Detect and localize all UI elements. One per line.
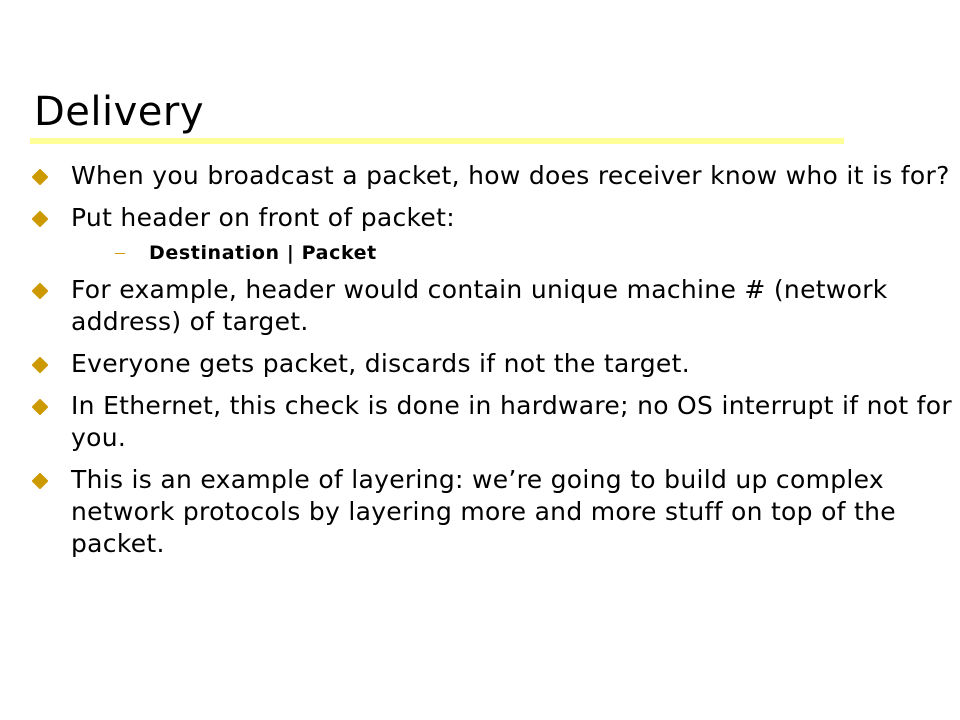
bullet-list: When you broadcast a packet, how does re…: [31, 160, 954, 560]
bullet-text: This is an example of layering: we’re go…: [71, 465, 896, 558]
diamond-bullet-icon: [31, 356, 49, 374]
bullet-item: This is an example of layering: we’re go…: [31, 464, 954, 560]
bullet-item: Everyone gets packet, discards if not th…: [31, 348, 954, 380]
bullet-text: Put header on front of packet:: [71, 203, 455, 232]
sub-bullet-text: Destination | Packet: [149, 242, 377, 264]
diamond-bullet-icon: [31, 282, 49, 300]
dash-bullet-icon: [115, 253, 125, 254]
bullet-text: When you broadcast a packet, how does re…: [71, 161, 950, 190]
sub-bullet-item: Destination | Packet: [71, 240, 954, 266]
bullet-item: For example, header would contain unique…: [31, 274, 954, 338]
diamond-bullet-icon: [31, 472, 49, 490]
bullet-text: In Ethernet, this check is done in hardw…: [71, 391, 952, 452]
bullet-item: In Ethernet, this check is done in hardw…: [31, 390, 954, 454]
diamond-bullet-icon: [31, 398, 49, 416]
diamond-bullet-icon: [31, 168, 49, 186]
slide-title: Delivery: [34, 89, 205, 135]
bullet-item: When you broadcast a packet, how does re…: [31, 160, 954, 192]
bullet-item: Put header on front of packet: Destinati…: [31, 202, 954, 266]
diamond-bullet-icon: [31, 210, 49, 228]
bullet-text: Everyone gets packet, discards if not th…: [71, 349, 690, 378]
bullet-text: For example, header would contain unique…: [71, 275, 888, 336]
title-underline: [30, 138, 844, 144]
